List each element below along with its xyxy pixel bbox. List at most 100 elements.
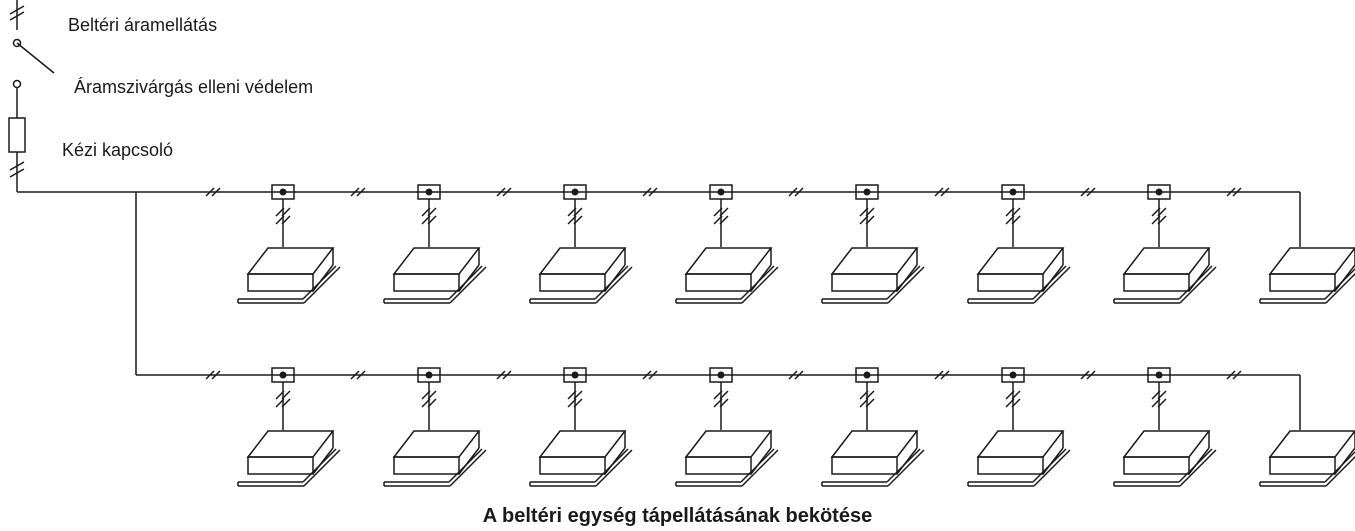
manual-switch-label: Kézi kapcsoló xyxy=(62,140,174,160)
unit-front-face xyxy=(393,456,460,475)
supply-tick xyxy=(9,161,25,171)
unit-side-edge xyxy=(750,447,772,475)
wire-tick xyxy=(427,398,437,408)
supply-symbols xyxy=(8,0,55,192)
unit-side-edge xyxy=(1042,447,1064,475)
wire-tick xyxy=(427,215,437,225)
wire-tick xyxy=(648,370,658,380)
unit-top-face xyxy=(830,247,919,275)
supply-tick xyxy=(9,168,25,178)
unit-front-face xyxy=(977,273,1044,292)
fuse-symbol xyxy=(8,117,26,153)
wire-tick xyxy=(642,187,652,197)
unit-panel-edge xyxy=(595,449,633,487)
unit-side-edge xyxy=(604,264,626,292)
wire-tick xyxy=(934,370,944,380)
indoor-unit xyxy=(383,430,487,487)
unit-front-face xyxy=(685,273,752,292)
wire-tick xyxy=(1157,215,1167,225)
junction-terminal xyxy=(1155,188,1163,196)
wire-tick xyxy=(573,215,583,225)
junction-terminal xyxy=(1155,371,1163,379)
unit-side-edge xyxy=(896,447,918,475)
wire-tick xyxy=(1232,187,1242,197)
unit-top-face xyxy=(1122,430,1211,458)
wire-tick xyxy=(350,370,360,380)
indoor-unit xyxy=(675,430,779,487)
indoor-unit xyxy=(967,430,1071,487)
wire-tick xyxy=(859,215,869,225)
wire-tick xyxy=(281,215,291,225)
wire-tick xyxy=(205,370,215,380)
unit-top-face xyxy=(830,430,919,458)
unit-front-face xyxy=(247,456,314,475)
junction-terminal xyxy=(425,188,433,196)
unit-front-face xyxy=(393,273,460,292)
wire-tick xyxy=(788,187,798,197)
indoor-unit xyxy=(1259,430,1355,487)
unit-panel-edge xyxy=(887,266,925,304)
unit-front-face xyxy=(831,456,898,475)
junction-terminal xyxy=(279,188,287,196)
wire-tick xyxy=(1151,398,1161,408)
wire-tick xyxy=(356,370,366,380)
unit-panel-edge xyxy=(1325,272,1355,304)
wire-tick xyxy=(573,207,583,217)
indoor-unit xyxy=(383,247,487,304)
wire-tick xyxy=(211,187,221,197)
indoor-supply-label: Beltéri áramellátás xyxy=(68,15,218,35)
unit-panel-edge xyxy=(303,266,341,304)
unit-front-face xyxy=(977,456,1044,475)
indoor-unit xyxy=(237,247,341,304)
wire-tick xyxy=(281,390,291,400)
wire-tick xyxy=(567,390,577,400)
unit-panel-edge xyxy=(1033,449,1071,487)
wire-tick xyxy=(1086,187,1096,197)
wire-tick xyxy=(719,215,729,225)
wire-tick xyxy=(1157,207,1167,217)
wire-tick xyxy=(573,398,583,408)
wire-tick xyxy=(859,398,869,408)
unit-front-face xyxy=(539,273,606,292)
wire-tick xyxy=(502,370,512,380)
indoor-unit xyxy=(529,247,633,304)
wire-tick xyxy=(421,215,431,225)
unit-side-edge xyxy=(458,264,480,292)
wire-tick xyxy=(648,187,658,197)
wire-tick xyxy=(865,215,875,225)
wire-tick xyxy=(794,370,804,380)
unit-top-face xyxy=(538,430,627,458)
unit-top-face xyxy=(246,247,335,275)
unit-side-edge xyxy=(750,264,772,292)
wire-tick xyxy=(1232,370,1242,380)
wire-tick xyxy=(356,187,366,197)
unit-panel-edge xyxy=(1033,266,1071,304)
wire-tick xyxy=(275,390,285,400)
unit-top-face xyxy=(684,430,773,458)
wire-tick xyxy=(1080,370,1090,380)
wire-tick xyxy=(205,187,215,197)
wire-tick xyxy=(1005,215,1015,225)
unit-top-face xyxy=(392,247,481,275)
unit-top-face xyxy=(976,247,1065,275)
unit-panel-edge xyxy=(449,449,487,487)
unit-panel-edge xyxy=(303,449,341,487)
wire-tick xyxy=(1005,207,1015,217)
wire-tick xyxy=(496,187,506,197)
indoor-unit xyxy=(821,430,925,487)
wire-tick xyxy=(275,215,285,225)
wire-tick xyxy=(427,207,437,217)
unit-top-face xyxy=(246,430,335,458)
wire-tick xyxy=(865,390,875,400)
wire-tick xyxy=(1011,398,1021,408)
indoor-unit xyxy=(675,247,779,304)
supply-tick xyxy=(9,11,25,21)
indoor-unit xyxy=(821,247,925,304)
unit-side-edge xyxy=(312,447,334,475)
wire-tick xyxy=(1151,215,1161,225)
wire-tick xyxy=(421,390,431,400)
wire-tick xyxy=(1011,215,1021,225)
wire-tick xyxy=(1157,398,1167,408)
unit-top-face xyxy=(538,247,627,275)
wire-tick xyxy=(567,207,577,217)
